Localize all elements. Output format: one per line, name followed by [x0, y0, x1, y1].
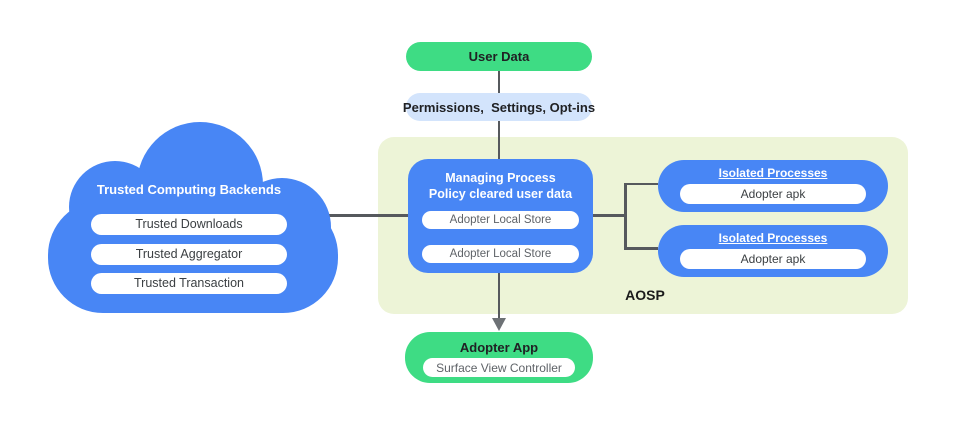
- node-isolated-process-1: Isolated Processes Adopter apk: [658, 160, 888, 212]
- adopter-app-title: Adopter App: [459, 340, 539, 355]
- managing-title-line2: Policy cleared user data: [428, 187, 573, 201]
- connector-managing-adopterapp: [497, 272, 501, 319]
- cloud-title: Trusted Computing Backends: [96, 182, 282, 197]
- surface-view-controller: Surface View Controller: [423, 358, 575, 377]
- cloud-item-trusted-aggregator: Trusted Aggregator: [91, 243, 287, 265]
- managing-process-title: Managing Process Policy cleared user dat…: [408, 170, 593, 202]
- node-isolated-process-2: Isolated Processes Adopter apk: [658, 225, 888, 277]
- connector-userdata-permissions: [497, 71, 501, 94]
- arrow-down-icon: [491, 318, 506, 331]
- adopter-local-store-1: Adopter Local Store: [422, 211, 579, 229]
- isolated-process-2-title: Isolated Processes: [718, 231, 828, 245]
- adopter-apk-2: Adopter apk: [680, 249, 866, 269]
- connector-branch-vertical: [624, 182, 627, 250]
- connector-cloud-managing: [326, 214, 408, 217]
- cloud-item-trusted-downloads: Trusted Downloads: [91, 213, 287, 235]
- node-user-data: User Data: [406, 42, 592, 71]
- aosp-label: AOSP: [625, 287, 665, 303]
- node-permissions-settings-optins: Permissions, Settings, Opt-ins: [403, 93, 595, 121]
- isolated-process-1-title: Isolated Processes: [718, 166, 828, 180]
- connector-managing-branch: [592, 214, 626, 217]
- connector-branch-isolated-1: [624, 182, 658, 185]
- cloud-item-trusted-transaction: Trusted Transaction: [91, 272, 287, 294]
- connector-branch-isolated-2: [624, 247, 658, 250]
- adopter-apk-1: Adopter apk: [680, 184, 866, 204]
- node-managing-process: Managing Process Policy cleared user dat…: [408, 159, 593, 273]
- node-adopter-app: Adopter App Surface View Controller: [405, 332, 593, 383]
- managing-title-line1: Managing Process: [445, 171, 556, 185]
- adopter-local-store-2: Adopter Local Store: [422, 245, 579, 263]
- connector-permissions-managing: [497, 119, 501, 160]
